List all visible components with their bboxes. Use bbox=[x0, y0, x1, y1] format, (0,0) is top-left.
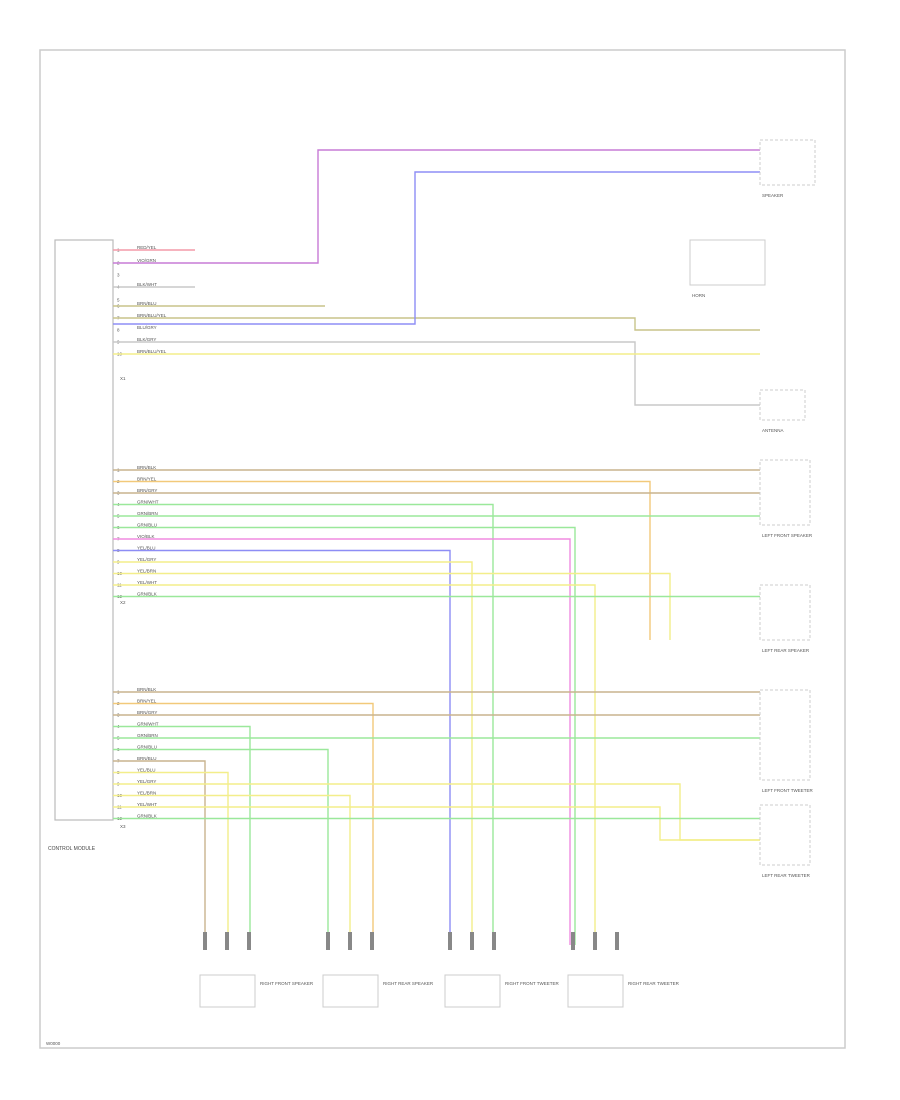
component-label: RIGHT REAR TWEETER bbox=[628, 981, 680, 986]
component-label: RIGHT REAR SPEAKER bbox=[383, 981, 434, 986]
wire bbox=[113, 149, 760, 264]
wire bbox=[113, 702, 374, 945]
component-outline bbox=[759, 389, 806, 421]
wire bbox=[113, 794, 351, 945]
wire-label: YEL/BLU bbox=[137, 768, 156, 773]
component-outline bbox=[759, 804, 811, 866]
connector-label-a: X1 bbox=[120, 376, 126, 381]
pin-number: 3 bbox=[117, 273, 120, 278]
wire-label: BRN/YEL bbox=[137, 477, 157, 482]
wire-label: VIO/BLK bbox=[137, 534, 155, 539]
wire-label: YEL/BRN bbox=[137, 791, 156, 796]
component-outline bbox=[199, 974, 256, 1008]
control-module-box bbox=[54, 239, 114, 821]
wire-label: BRN/BLU/YEL bbox=[137, 349, 167, 354]
wire bbox=[113, 760, 206, 945]
diagram-border bbox=[39, 49, 846, 1049]
wire-label: BRN/GRY bbox=[137, 488, 157, 493]
wire-label: BLU/GRY bbox=[137, 325, 157, 330]
wire-label: BRN/YEL bbox=[137, 699, 157, 704]
connector-terminal bbox=[370, 932, 374, 950]
wire-label: BRN/BLU bbox=[137, 301, 157, 306]
wire bbox=[113, 341, 760, 406]
connector-terminal bbox=[247, 932, 251, 950]
connector-terminal bbox=[615, 932, 619, 950]
wire-label: BRN/BLK bbox=[137, 465, 156, 470]
connector-label-c: X3 bbox=[120, 824, 126, 829]
wire-label: BLK/GRY bbox=[137, 337, 156, 342]
wire-label: GRN/BLK bbox=[137, 814, 157, 819]
connector-terminal bbox=[225, 932, 229, 950]
connector-terminal bbox=[348, 932, 352, 950]
connector-terminal bbox=[571, 932, 575, 950]
wire-label: BRN/BLK bbox=[137, 687, 156, 692]
control-module-label: CONTROL MODULE bbox=[48, 846, 96, 852]
connector-label-b: X2 bbox=[120, 600, 126, 605]
wire-label: RED/YEL bbox=[137, 245, 157, 250]
component-outline bbox=[689, 239, 766, 286]
pin-number: 5 bbox=[117, 298, 120, 303]
component-label: SPEAKER bbox=[762, 193, 784, 198]
wire-label: GRN/BRN bbox=[137, 733, 158, 738]
wire bbox=[113, 584, 596, 945]
component-label: RIGHT FRONT TWEETER bbox=[505, 981, 560, 986]
pin-number: 8 bbox=[117, 328, 120, 333]
connector-terminal bbox=[326, 932, 330, 950]
footer-code: W0000 bbox=[46, 1041, 61, 1046]
wire bbox=[113, 572, 671, 640]
wire-label: YEL/GRY bbox=[137, 779, 156, 784]
wire-label: GRN/BLK bbox=[137, 592, 157, 597]
component-label: LEFT REAR SPEAKER bbox=[762, 648, 810, 653]
component-outline bbox=[444, 974, 501, 1008]
component-label: RIGHT FRONT SPEAKER bbox=[260, 981, 314, 986]
wire bbox=[113, 538, 571, 945]
component-outline bbox=[759, 584, 811, 641]
component-label: LEFT REAR TWEETER bbox=[762, 873, 811, 878]
component-outline bbox=[759, 689, 811, 781]
wire bbox=[113, 171, 760, 325]
connector-terminal bbox=[492, 932, 496, 950]
component-label: LEFT FRONT TWEETER bbox=[762, 788, 814, 793]
wire-label: YEL/WHT bbox=[137, 580, 157, 585]
component-outline bbox=[322, 974, 379, 1008]
wire bbox=[113, 526, 576, 945]
wire bbox=[113, 725, 251, 945]
component-label: LEFT FRONT SPEAKER bbox=[762, 533, 813, 538]
connector-terminal bbox=[203, 932, 207, 950]
component-outline bbox=[567, 974, 624, 1008]
wire-label: YEL/GRY bbox=[137, 557, 156, 562]
wire-label: GRN/BLU bbox=[137, 745, 157, 750]
wire bbox=[113, 549, 451, 945]
wire-label: GRN/BLU bbox=[137, 523, 157, 528]
wire bbox=[113, 561, 473, 945]
component-outline bbox=[759, 139, 816, 186]
wire bbox=[113, 503, 494, 945]
wire-label: VIO/GRN bbox=[137, 258, 156, 263]
wire-label: BLK/WHT bbox=[137, 282, 157, 287]
wire-label: BRN/BLU/YEL bbox=[137, 313, 167, 318]
wire-label: YEL/BRN bbox=[137, 569, 156, 574]
wire bbox=[113, 783, 760, 841]
component-label: HORN bbox=[692, 293, 705, 298]
connector-terminal bbox=[448, 932, 452, 950]
component-outline bbox=[759, 459, 811, 526]
wire-label: GRN/WHT bbox=[137, 500, 159, 505]
connector-terminal bbox=[470, 932, 474, 950]
wire-label: GRN/WHT bbox=[137, 722, 159, 727]
wire-label: BRN/BLU bbox=[137, 756, 157, 761]
component-label: ANTENNA bbox=[762, 428, 784, 433]
wire-label: YEL/BLU bbox=[137, 546, 156, 551]
wire bbox=[113, 771, 229, 945]
wire-label: GRN/BRN bbox=[137, 511, 158, 516]
wire bbox=[113, 480, 651, 640]
wire-label: YEL/WHT bbox=[137, 802, 157, 807]
connector-terminal bbox=[593, 932, 597, 950]
wire bbox=[113, 748, 329, 945]
wire bbox=[113, 317, 760, 331]
wire-label: BRN/GRY bbox=[137, 710, 157, 715]
wire bbox=[113, 806, 760, 841]
